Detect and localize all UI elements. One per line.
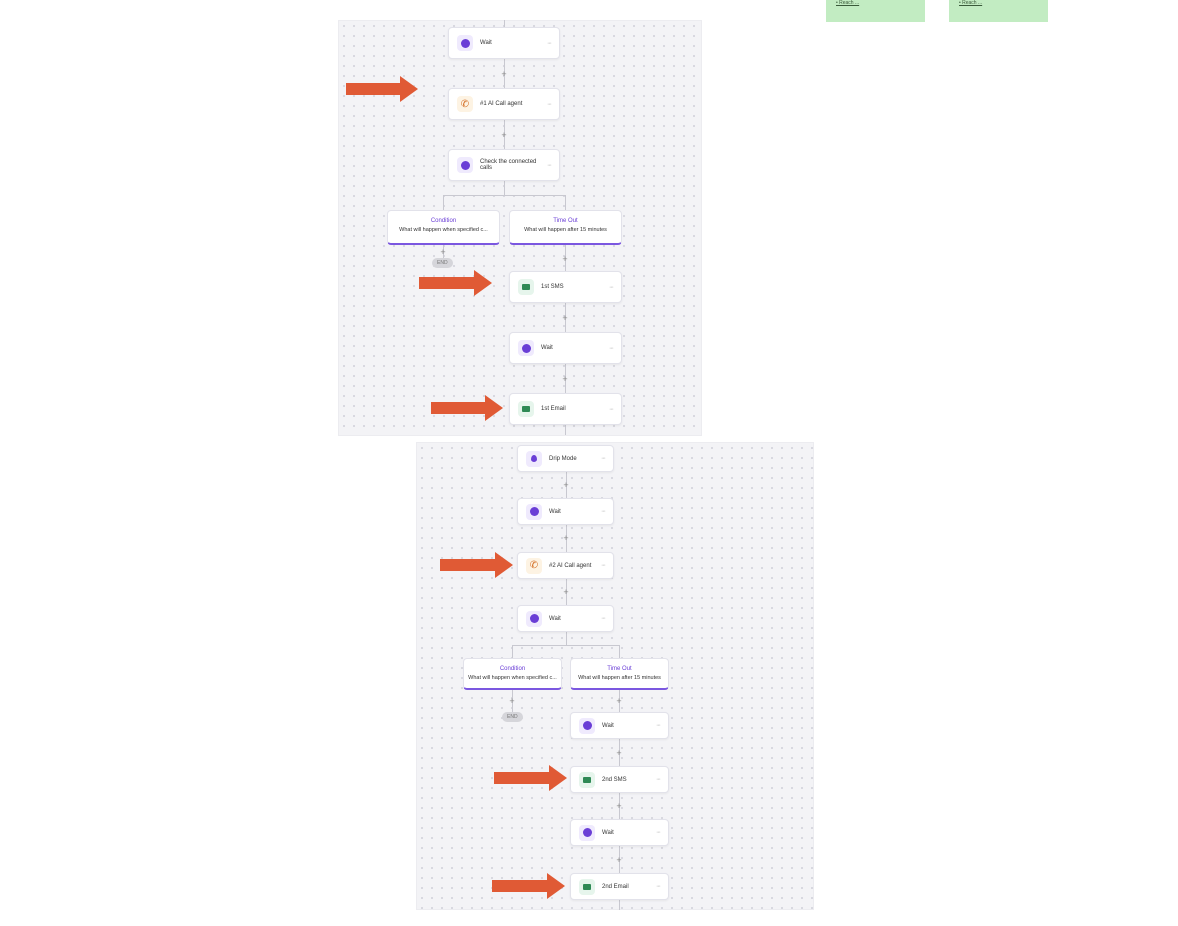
add-step-button[interactable]: + [616, 748, 622, 758]
more-options-icon[interactable]: ··· [656, 776, 661, 783]
node-check-connected-calls[interactable]: Check the connected calls··· [448, 149, 560, 181]
connector-line [512, 645, 513, 658]
node-wait[interactable]: Wait··· [517, 498, 614, 525]
clock-icon [526, 610, 542, 627]
clock-icon [579, 824, 595, 841]
end-badge: END [432, 258, 453, 268]
node-sms[interactable]: 2nd SMS··· [570, 766, 669, 793]
branch-title: Time Out [607, 666, 632, 672]
node-wait[interactable]: Wait··· [570, 712, 669, 739]
more-options-icon[interactable]: ··· [547, 161, 552, 169]
add-step-button[interactable]: + [501, 69, 507, 79]
add-step-button[interactable]: + [562, 254, 568, 264]
more-options-icon[interactable]: ··· [601, 562, 606, 569]
connector-line [443, 195, 444, 210]
add-step-button[interactable]: + [501, 130, 507, 140]
arrow-annotation-icon [431, 395, 503, 421]
add-step-button[interactable]: + [562, 374, 568, 384]
arrow-annotation-icon [494, 765, 567, 791]
more-options-icon[interactable]: ··· [601, 508, 606, 515]
add-step-button[interactable]: + [563, 587, 569, 597]
sticky-note: • Reach ... [826, 0, 925, 22]
more-options-icon[interactable]: ··· [609, 405, 614, 413]
branch-subtitle: What will happen when specified c... [399, 227, 488, 233]
node-wait[interactable]: Wait··· [517, 605, 614, 632]
clock-icon [526, 503, 542, 520]
connector-line [443, 245, 444, 259]
node-ai-call-agent[interactable]: ✆#2 AI Call agent··· [517, 552, 614, 579]
add-step-button[interactable]: + [562, 313, 568, 323]
node-email[interactable]: 1st Email··· [509, 393, 622, 425]
clock-icon [518, 340, 534, 356]
branch-subtitle: What will happen when specified c... [468, 675, 557, 681]
clock-icon [457, 35, 473, 51]
sms-icon [518, 279, 534, 295]
add-step-button[interactable]: + [509, 696, 515, 706]
arrow-annotation-icon [346, 76, 418, 102]
add-step-button[interactable]: + [440, 247, 446, 257]
add-step-button[interactable]: + [563, 480, 569, 490]
branch-title: Condition [430, 218, 457, 224]
connector-line [512, 690, 513, 712]
clock-icon [579, 717, 595, 734]
more-options-icon[interactable]: ··· [656, 883, 661, 890]
note-link[interactable]: • Reach ... [959, 0, 983, 6]
node-sms[interactable]: 1st SMS··· [509, 271, 622, 303]
branch-title: Time Out [553, 218, 578, 224]
connector-line [443, 195, 566, 196]
node-drip-mode[interactable]: Drip Mode··· [517, 445, 614, 472]
add-step-button[interactable]: + [616, 801, 622, 811]
more-options-icon[interactable]: ··· [656, 829, 661, 836]
sms-icon [579, 771, 595, 788]
branch-title: Condition [499, 666, 526, 672]
phone-icon: ✆ [526, 557, 542, 574]
note-link[interactable]: • Reach ... [836, 0, 860, 6]
node-wait[interactable]: Wait··· [570, 819, 669, 846]
more-options-icon[interactable]: ··· [609, 283, 614, 291]
connector-line [512, 645, 620, 646]
connector-line [565, 195, 566, 435]
drop-icon [526, 450, 542, 467]
more-options-icon[interactable]: ··· [601, 615, 606, 622]
more-options-icon[interactable]: ··· [547, 100, 552, 108]
more-options-icon[interactable]: ··· [656, 722, 661, 729]
sticky-note: • Reach ... [949, 0, 1048, 22]
end-badge: END [502, 712, 523, 722]
node-wait[interactable]: Wait··· [448, 27, 560, 59]
add-step-button[interactable]: + [563, 533, 569, 543]
more-options-icon[interactable]: ··· [547, 39, 552, 47]
add-step-button[interactable]: + [616, 696, 622, 706]
clock-icon [457, 157, 473, 173]
node-wait[interactable]: Wait··· [509, 332, 622, 364]
email-icon [579, 878, 595, 895]
branch-subtitle: What will happen after 15 minutes [524, 227, 607, 233]
phone-icon: ✆ [457, 96, 473, 112]
node-email[interactable]: 2nd Email··· [570, 873, 669, 900]
arrow-annotation-icon [419, 270, 492, 296]
arrow-annotation-icon [492, 873, 565, 899]
add-step-button[interactable]: + [616, 855, 622, 865]
branch-subtitle: What will happen after 15 minutes [578, 675, 661, 681]
more-options-icon[interactable]: ··· [601, 455, 606, 462]
more-options-icon[interactable]: ··· [609, 344, 614, 352]
email-icon [518, 401, 534, 417]
arrow-annotation-icon [440, 552, 513, 578]
node-ai-call-agent[interactable]: ✆#1 AI Call agent··· [448, 88, 560, 120]
